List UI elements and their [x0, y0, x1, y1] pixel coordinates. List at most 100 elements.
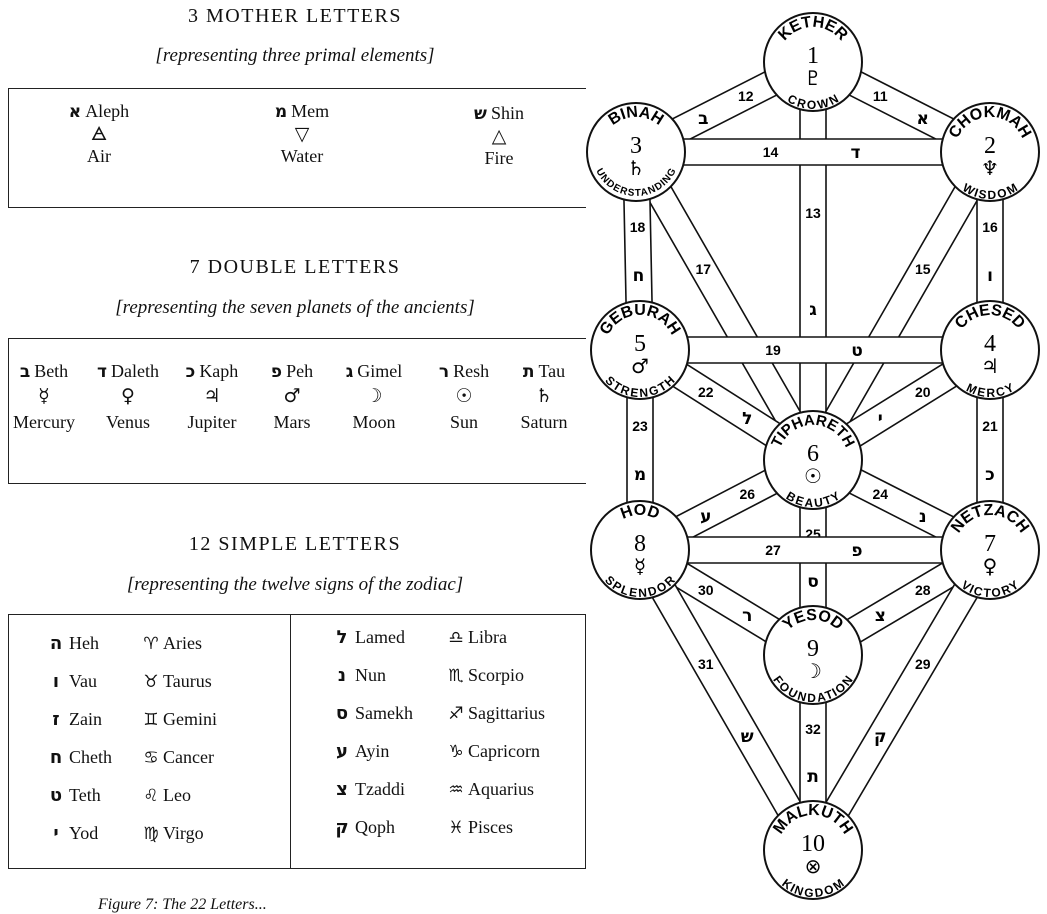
- zodiac-sign-name: Taurus: [163, 671, 212, 691]
- letter-name: Heh: [69, 633, 99, 653]
- mars-icon: ♂: [283, 385, 301, 407]
- double-letters-subtitle: [representing the seven planets of the a…: [115, 297, 475, 318]
- zodiac-sign-icon: ♎: [448, 628, 464, 648]
- path-hebrew-letter: ד: [850, 143, 860, 163]
- hebrew-letter: פ: [270, 362, 283, 382]
- zodiac-sign-name: Aquarius: [468, 779, 534, 799]
- planet-name: Mercury: [13, 412, 75, 432]
- planet-name: Saturn: [520, 412, 568, 432]
- sephirah-english-name: CROWN: [785, 91, 840, 112]
- path-number: 14: [763, 144, 779, 160]
- zodiac-sign-icon: ♌: [143, 786, 159, 806]
- double-letters-title: 7 DOUBLE LETTERS: [189, 256, 401, 278]
- planet-symbol-icon: ☉: [804, 464, 822, 488]
- element-name: Water: [280, 146, 324, 166]
- letter-name: Samekh: [355, 703, 413, 723]
- path-number: 23: [632, 418, 648, 434]
- venus-icon: ♀: [121, 385, 135, 407]
- planet-symbol-icon: ☿: [634, 554, 646, 578]
- zodiac-sign-icon: ♊: [143, 710, 159, 730]
- path-hebrew-letter: ח: [633, 266, 645, 286]
- sephirah-number: 9: [807, 636, 819, 662]
- hebrew-letter: נ: [337, 665, 347, 686]
- zodiac-sign-icon: ♒: [448, 780, 464, 800]
- hebrew-letter: ז: [52, 709, 60, 730]
- path-number: 11: [873, 88, 888, 104]
- hebrew-letter: ו: [52, 671, 60, 692]
- letter-name: Shin: [490, 103, 524, 123]
- path-number: 32: [805, 721, 821, 737]
- saturn-icon: ♄: [535, 385, 553, 407]
- path-hebrew-letter: ק: [874, 727, 887, 747]
- jupiter-icon: ♃: [203, 385, 221, 407]
- path-number: 13: [805, 205, 821, 221]
- zodiac-sign-name: Gemini: [163, 709, 217, 729]
- path-number: 28: [915, 582, 931, 598]
- planet-symbol-icon: ♇: [804, 66, 822, 90]
- path-number: 22: [698, 384, 714, 400]
- zodiac-sign-icon: ♓: [448, 818, 464, 838]
- sephirah-number: 1: [807, 43, 819, 69]
- hebrew-letter: ש: [474, 104, 487, 124]
- path-hebrew-letter: ס: [807, 572, 819, 592]
- sephirah-english-name: BEAUTY: [784, 489, 842, 510]
- letter-name: Mem: [291, 101, 330, 121]
- letter-name: Resh: [453, 361, 490, 381]
- hebrew-letter: ה: [49, 633, 63, 654]
- letter-name: Beth: [34, 361, 69, 381]
- planet-name: Jupiter: [187, 412, 237, 432]
- path-number: 24: [872, 486, 888, 502]
- path-number: 17: [695, 261, 711, 277]
- sephirah-number: 6: [807, 441, 819, 467]
- letter-name: Cheth: [69, 747, 112, 767]
- simple-letters-subtitle: [representing the twelve signs of the zo…: [126, 574, 464, 595]
- letter-name: Qoph: [355, 817, 395, 837]
- hebrew-letter: מ: [274, 102, 288, 122]
- zodiac-sign-name: Scorpio: [468, 665, 524, 685]
- letter-name: Tau: [538, 361, 566, 381]
- simple-letter-row: ז Zain ♊Gemini: [43, 709, 217, 730]
- zodiac-sign-name: Sagittarius: [468, 703, 545, 723]
- hebrew-letter: ג: [345, 362, 354, 382]
- mercury-icon: ☿: [38, 385, 50, 407]
- sephirah-english-name: WISDOM: [960, 180, 1019, 202]
- letter-name: Yod: [69, 823, 99, 843]
- letter-name: Teth: [69, 785, 101, 805]
- hebrew-letter: ט: [49, 785, 63, 806]
- letter-name: Vau: [69, 671, 97, 691]
- hebrew-letter: צ: [336, 779, 348, 800]
- sun-icon: ☉: [455, 385, 473, 407]
- fire-icon: △: [491, 125, 507, 147]
- path-hebrew-letter: פ: [851, 541, 862, 561]
- zodiac-sign-name: Leo: [163, 785, 191, 805]
- sephirah-number: 10: [801, 831, 825, 857]
- hebrew-letter: ק: [335, 817, 349, 838]
- zodiac-sign-name: Virgo: [163, 823, 204, 843]
- hebrew-letter: י: [53, 823, 59, 844]
- mother-letters-title: 3 MOTHER LETTERS: [188, 5, 402, 27]
- letter-name: Zain: [69, 709, 102, 729]
- letter-name: Aleph: [85, 101, 130, 121]
- zodiac-sign-name: Cancer: [163, 747, 214, 767]
- sephirah-english-name: MERCY: [964, 380, 1016, 400]
